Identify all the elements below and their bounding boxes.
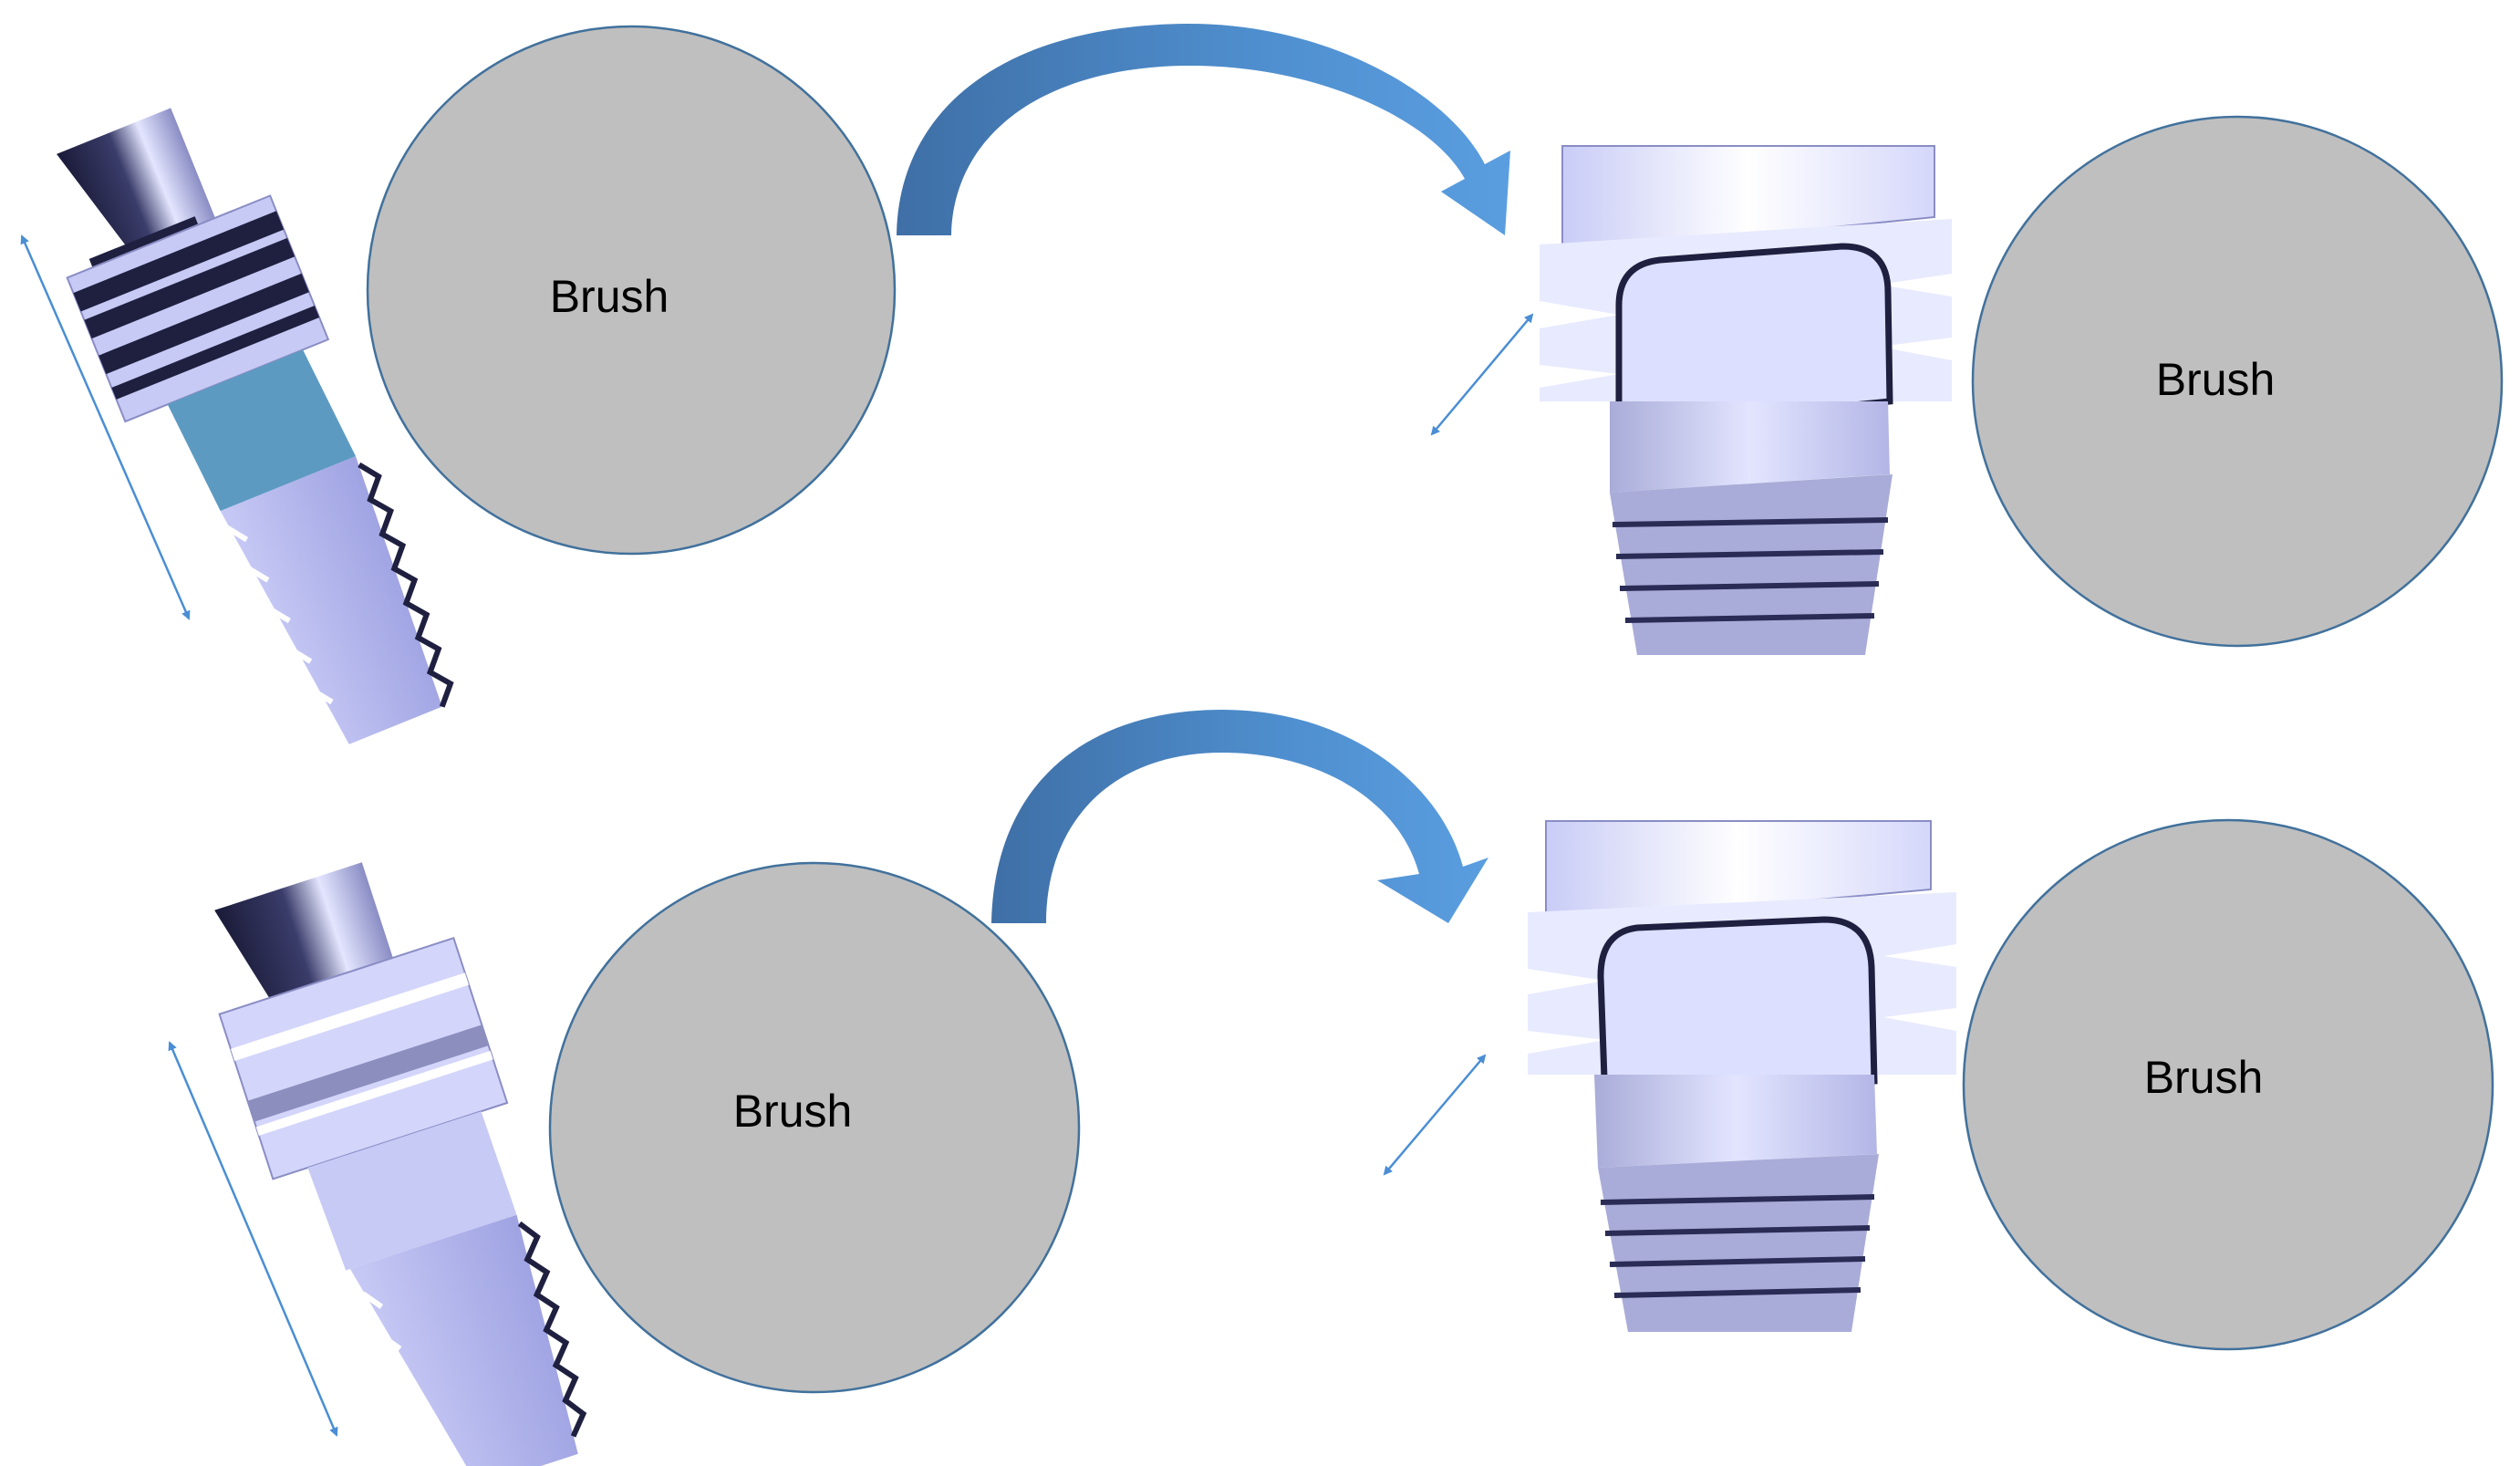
dimension-arrow-icon <box>168 1041 338 1437</box>
brush-circle: Brush <box>548 861 1081 1394</box>
implant-collar-zoom-icon <box>1528 820 1956 1332</box>
dental-implant-icon <box>214 862 587 1466</box>
panel-bottom-left: Brush <box>168 861 1081 1466</box>
brush-circle: Brush <box>366 25 897 556</box>
brush-circle: Brush <box>1962 818 2494 1351</box>
panel-top-left: Brush <box>20 25 897 744</box>
panel-bottom-right: Brush <box>1383 818 2494 1351</box>
dental-implant-icon <box>57 108 454 744</box>
implant-collar-zoom-icon <box>1540 145 1952 655</box>
curved-arrow-icon <box>897 23 1510 235</box>
dimension-arrow-icon <box>1383 1054 1487 1176</box>
brush-label: Brush <box>2144 1052 2264 1103</box>
brush-label: Brush <box>733 1086 853 1137</box>
brush-label: Brush <box>2156 354 2276 405</box>
curved-arrow-icon <box>991 710 1488 923</box>
dimension-arrow-icon <box>20 234 191 620</box>
brush-label: Brush <box>550 271 669 322</box>
panel-top-right: Brush <box>1430 115 2504 655</box>
dimension-arrow-icon <box>1430 313 1534 436</box>
brush-circle: Brush <box>1971 115 2504 648</box>
